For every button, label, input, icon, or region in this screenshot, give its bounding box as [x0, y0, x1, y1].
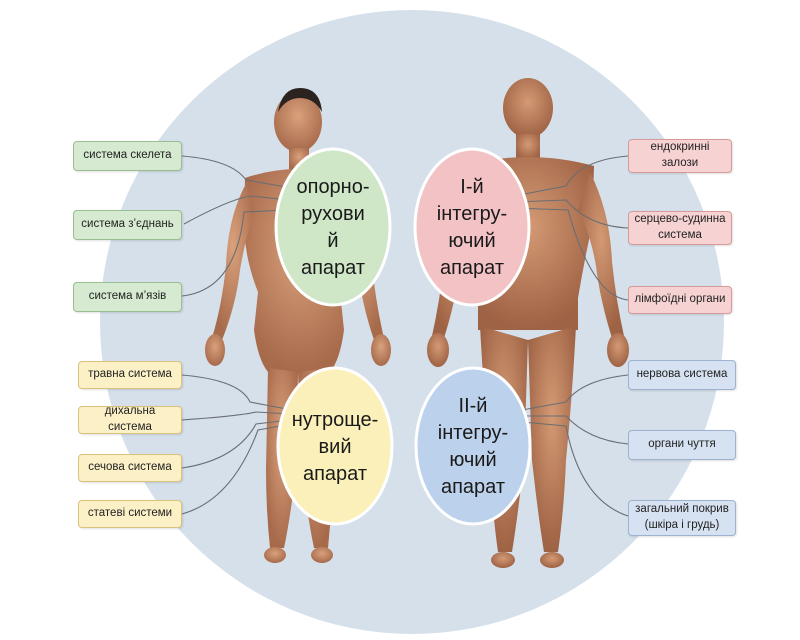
- support-apparatus-ellipse: [274, 147, 392, 307]
- visceral-apparatus-title: нутроще- вий апарат: [291, 408, 379, 485]
- label-joint-system: система з’єднань: [73, 210, 182, 240]
- label-reproductive-systems: статеві системи: [78, 500, 182, 528]
- label-nervous-system: нервова система: [628, 360, 736, 390]
- support-apparatus-title: опорно- рухови й апарат: [296, 176, 370, 279]
- integrating-apparatus-2-ellipse: [414, 366, 532, 526]
- visceral-apparatus-ellipse: [276, 366, 394, 526]
- label-sense-organs: органи чуття: [628, 430, 736, 460]
- integrating-apparatus-1-title: І-й інтегру- ючий апарат: [436, 176, 508, 279]
- label-skeletal-system: система скелета: [73, 141, 182, 171]
- background-circle: [100, 10, 724, 634]
- integrating-apparatus-1-ellipse: [413, 147, 531, 307]
- label-endocrine-glands: ендокринні залози: [628, 139, 732, 173]
- label-respiratory-system: дихальна система: [78, 405, 182, 434]
- connector-lines: [181, 155, 629, 517]
- integrating-apparatus-2-title: ІІ-й інтегру- ючий апарат: [437, 395, 509, 498]
- label-muscular-system: система м’язів: [73, 282, 182, 312]
- label-integument: загальний покрив (шкіра і грудь): [628, 500, 736, 536]
- label-urinary-system: сечова система: [78, 454, 182, 482]
- label-digestive-system: травна система: [78, 361, 182, 389]
- label-lymphoid-organs: лімфоїдні органи: [628, 286, 732, 314]
- label-cardiovascular-system: серцево-судинна система: [628, 211, 732, 245]
